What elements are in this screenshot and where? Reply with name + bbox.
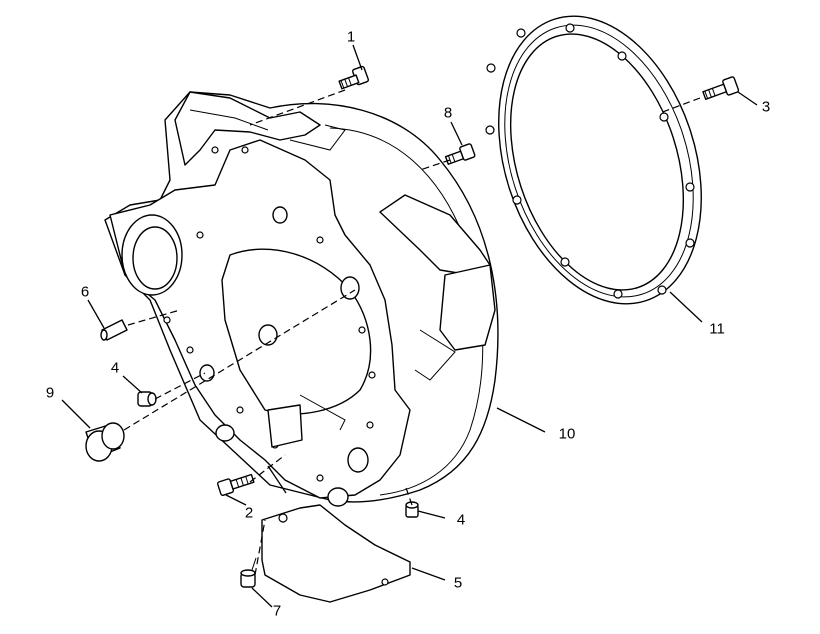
callout-9: 9 [45, 384, 55, 402]
gasket-ring [485, 15, 702, 305]
plug-4-left [137, 391, 157, 407]
callout-10: 10 [558, 425, 576, 443]
gasket-bolt-holes [485, 23, 695, 299]
callout-6: 6 [80, 283, 90, 301]
plug-4-right [405, 501, 419, 518]
callout-2: 2 [244, 504, 254, 522]
callout-7: 7 [272, 602, 282, 620]
dowel-pin-6 [100, 319, 128, 341]
cup-plug-9 [85, 422, 125, 462]
assembly-lines [123, 89, 701, 576]
callout-8: 8 [443, 104, 453, 122]
leader-lines [61, 44, 758, 608]
bolt-8 [444, 143, 476, 165]
cover-plate [261, 504, 411, 603]
callout-4-left: 4 [110, 359, 120, 377]
bolt-2 [216, 473, 255, 497]
callout-11: 11 [709, 320, 725, 338]
bolt-1 [338, 65, 370, 90]
callout-4-right: 4 [456, 511, 466, 529]
callout-3: 3 [761, 98, 771, 116]
callout-5: 5 [453, 574, 463, 592]
bolt-3 [702, 76, 740, 100]
bolt-7 [240, 557, 257, 588]
flywheel-housing [104, 91, 499, 507]
callout-1: 1 [346, 28, 356, 46]
